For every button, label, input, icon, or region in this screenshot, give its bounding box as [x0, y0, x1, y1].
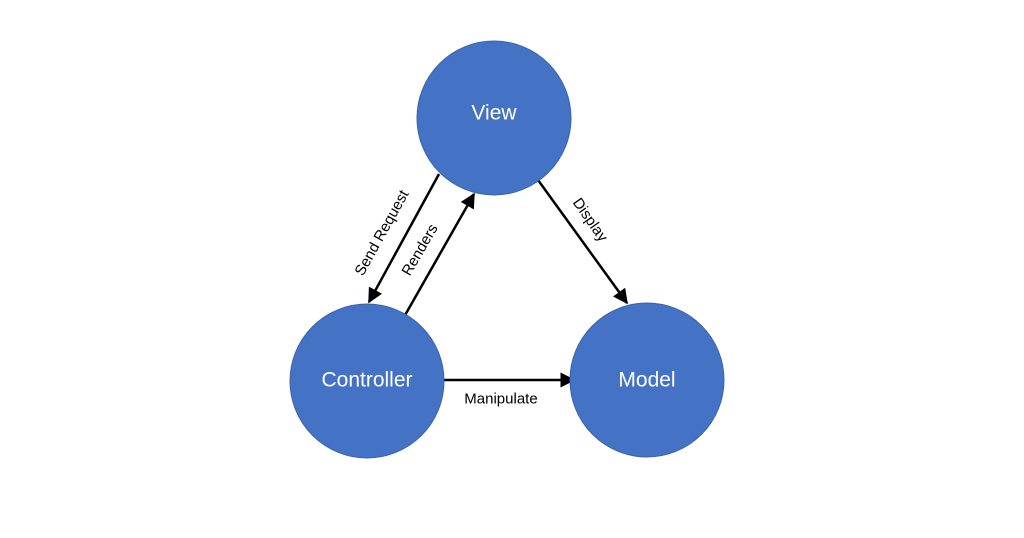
node-model: Model	[569, 302, 725, 458]
node-label-view: View	[471, 102, 517, 125]
node-controller: Controller	[289, 303, 445, 459]
node-view: View	[416, 40, 572, 196]
node-label-model: Model	[618, 369, 675, 392]
edge-renders	[402, 192, 476, 318]
node-label-controller: Controller	[321, 369, 412, 392]
edge-label-renders: Renders	[398, 221, 441, 279]
edge-label-display: Display	[569, 195, 611, 245]
edge-label-manipulate: Manipulate	[464, 391, 537, 408]
edge-display	[536, 179, 629, 305]
edge-send-request	[367, 173, 441, 304]
